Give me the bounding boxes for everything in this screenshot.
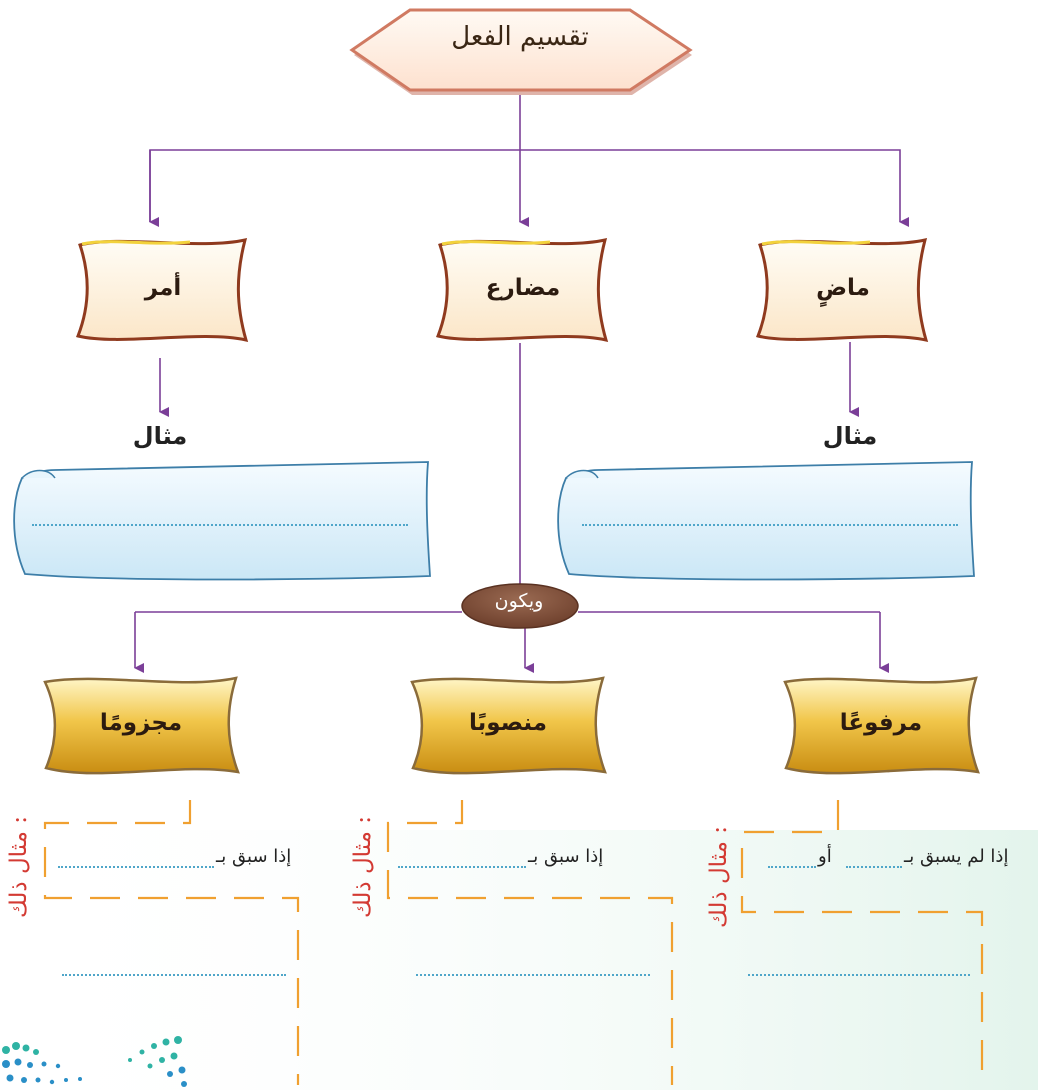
example-label-past: مثال	[822, 422, 878, 450]
connector-lines	[134, 95, 909, 673]
blank-mansub-particle[interactable]	[398, 866, 526, 868]
blank-majzum-example[interactable]	[62, 974, 286, 976]
box-mansub-shape	[410, 676, 607, 775]
logo-dots	[2, 1036, 187, 1087]
box-imperative-shape	[75, 238, 249, 342]
example-side-label-marfu: مثال ذلك :	[706, 826, 732, 928]
blank-marfu-particle-2[interactable]	[768, 866, 816, 868]
imperative-label: أمر	[144, 275, 182, 301]
marfu-label: مرفوعًا	[839, 710, 923, 736]
example-side-label-majzum: مثال ذلك :	[6, 816, 32, 918]
connector-label: ويكون	[494, 590, 544, 612]
past-label: ماضٍ	[816, 275, 870, 301]
box-majzum-shape	[43, 676, 240, 775]
answer-line-past[interactable]	[582, 524, 958, 526]
box-past-shape	[755, 238, 929, 342]
connector-oval	[461, 583, 579, 629]
condition-marfu-prefix: إذا لم يسبق بـ	[904, 846, 1009, 867]
diagram-title: تقسيم الفعل	[451, 22, 589, 52]
blank-marfu-example[interactable]	[748, 974, 970, 976]
bottom-background	[0, 830, 1038, 1090]
box-marfu-shape	[783, 676, 980, 775]
example-side-label-mansub: مثال ذلك :	[350, 816, 376, 918]
answer-line-imperative[interactable]	[32, 524, 408, 526]
condition-mansub: إذا سبق بـ	[528, 846, 604, 867]
note-box-past	[557, 461, 975, 581]
present-label: مضارع	[485, 275, 561, 301]
note-box-imperative	[13, 461, 431, 581]
blank-majzum-particle[interactable]	[58, 866, 214, 868]
example-label-imperative: مثال	[132, 422, 188, 450]
majzum-label: مجزومًا	[99, 710, 183, 736]
condition-majzum: إذا سبق بـ	[216, 846, 292, 867]
mansub-label: منصوبًا	[469, 710, 547, 736]
condition-marfu-or: أو	[818, 846, 832, 867]
blank-marfu-particle-1[interactable]	[846, 866, 902, 868]
box-present-shape	[435, 238, 609, 342]
dashed-brackets	[43, 800, 984, 1085]
blank-mansub-example[interactable]	[416, 974, 650, 976]
title-shape	[349, 8, 693, 95]
